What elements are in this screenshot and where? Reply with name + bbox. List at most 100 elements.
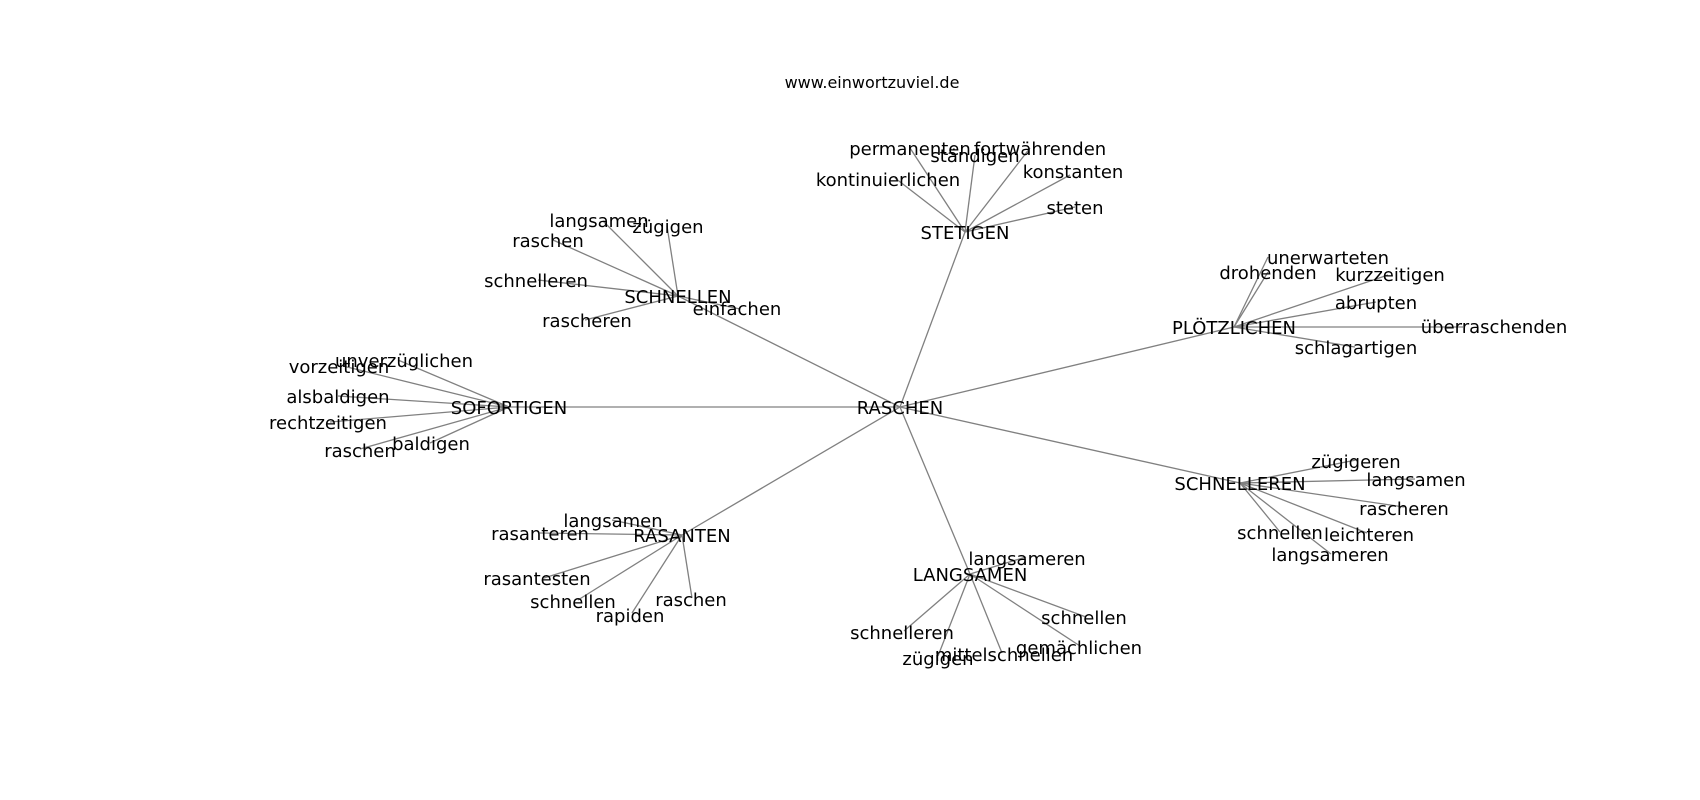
edge-langsamen-leaf [969, 573, 1087, 618]
edge-stetigen-leaf [909, 147, 966, 233]
leaf-node-label: schnellen [1237, 523, 1323, 544]
edge-sofortigen-leaf [337, 395, 510, 408]
leaf-node-label: einfachen [693, 299, 782, 320]
edge-rasanten-leaf [631, 534, 683, 614]
leaf-node-label: drohenden [1219, 263, 1316, 284]
leaf-node-label: langsameren [968, 549, 1085, 570]
hub-node-label-ploetzlichen: PLÖTZLICHEN [1172, 317, 1296, 339]
hub-node-label-langsamen: LANGSAMEN [913, 565, 1028, 586]
edge-stetigen-leaf [894, 177, 966, 233]
edge-sofortigen-leaf [329, 406, 510, 423]
edge-rasanten-leaf [543, 534, 683, 579]
leaf-node-label: schnellen [1041, 608, 1127, 629]
edge-stetigen-leaf [964, 147, 1031, 233]
edge-schnelleren-leaf [1239, 478, 1416, 484]
leaf-node-label: gemächlichen [1016, 638, 1142, 659]
leaf-node-label: langsamen [1366, 470, 1465, 491]
leaf-node-label: rechtzeitigen [269, 413, 387, 434]
leaf-node-label: raschen [324, 441, 396, 462]
leaf-node-label: zügigeren [1311, 452, 1400, 473]
edge-langsamen-leaf [937, 573, 971, 657]
leaf-node-label: unverzüglichen [335, 351, 473, 372]
edge-rasanten-leaf [577, 534, 683, 601]
edge-schnellen-leaf [537, 279, 679, 297]
leaf-node-label: konstanten [1023, 162, 1124, 183]
edge-langsamen-leaf [969, 573, 1003, 654]
leaf-node-label: rascheren [1359, 499, 1449, 520]
site-url: www.einwortzuviel.de [785, 73, 960, 92]
edge-langsamen-leaf [969, 556, 1027, 575]
hub-node-label-rasanten: RASANTEN [633, 526, 730, 547]
edge-ploetzlichen-leaf [1233, 271, 1269, 328]
graph-labels: RASCHEN STETIGEN permanentenständigenfortw… [269, 139, 1567, 670]
edge-sofortigen-leaf [429, 406, 510, 444]
leaf-node-label: baldigen [392, 434, 470, 455]
edge-schnelleren-leaf [1239, 482, 1281, 533]
leaf-node-label: vorzeitigen [289, 357, 390, 378]
leaf-node-label: rascheren [542, 311, 632, 332]
edge-center-stetigen [899, 231, 966, 408]
edge-ploetzlichen-leaf [1233, 256, 1269, 328]
leaf-node-label: kontinuierlichen [816, 170, 960, 191]
edge-rasanten-leaf [611, 519, 683, 536]
edge-center-langsamen [899, 406, 971, 575]
graph-edges [329, 147, 1463, 657]
leaf-node-label: raschen [512, 231, 584, 252]
leaf-node-label: schnellen [530, 592, 616, 613]
leaf-node-label: zügigen [632, 217, 703, 238]
leaf-node-label: rasanteren [491, 524, 589, 545]
leaf-node-label: fortwährenden [974, 139, 1106, 160]
leaf-node-label: überraschenden [1421, 317, 1568, 338]
leaf-node-label: abrupten [1335, 293, 1417, 314]
hub-node-label-schnellen: SCHNELLEN [624, 287, 731, 308]
edge-schnelleren-leaf [1239, 482, 1368, 534]
edge-stetigen-leaf [964, 174, 1071, 233]
leaf-node-label: ständigen [930, 146, 1019, 167]
leaf-node-label: raschen [655, 590, 727, 611]
leaf-node-label: rasantesten [483, 569, 590, 590]
edge-center-ploetzlichen [899, 326, 1235, 408]
leaf-node-label: schlagartigen [1295, 338, 1418, 359]
hub-node-label-sofortigen: SOFORTIGEN [451, 398, 567, 419]
center-node-label: RASCHEN [857, 398, 943, 419]
leaf-node-label: mittelschnellen [935, 645, 1073, 666]
edge-schnelleren-leaf [1239, 482, 1405, 508]
leaf-node-label: unerwarteten [1267, 248, 1389, 269]
leaf-node-label: langsameren [1271, 545, 1388, 566]
edge-stetigen-leaf [964, 206, 1076, 233]
leaf-node-label: steten [1046, 198, 1103, 219]
edge-center-rasanten [681, 406, 901, 536]
hub-node-label-stetigen: STETIGEN [921, 223, 1010, 244]
edge-langsamen-leaf [969, 573, 1081, 647]
leaf-node-label: langsamen [549, 211, 648, 232]
leaf-node-label: zügigen [902, 649, 973, 670]
edge-langsamen-leaf [903, 573, 971, 632]
edge-schnelleren-leaf [1239, 482, 1332, 555]
edge-rasanten-leaf [539, 532, 683, 536]
edge-schnellen-leaf [584, 295, 679, 321]
leaf-node-label: schnelleren [850, 623, 954, 644]
edge-sofortigen-leaf [342, 365, 510, 408]
leaf-node-label: rapiden [596, 606, 665, 627]
hub-node-label-schnelleren: SCHNELLEREN [1174, 474, 1305, 495]
edge-rasanten-leaf [681, 534, 693, 599]
edge-schnelleren-leaf [1239, 459, 1357, 484]
leaf-node-label: leichteren [1324, 525, 1414, 546]
leaf-node-label: alsbaldigen [286, 387, 389, 408]
edge-schnellen-leaf [602, 220, 679, 297]
edge-schnellen-leaf [666, 225, 679, 297]
edge-ploetzlichen-leaf [1233, 274, 1389, 328]
edge-schnellen-leaf [552, 239, 679, 297]
edge-ploetzlichen-leaf [1233, 326, 1356, 348]
edge-center-schnelleren [899, 406, 1241, 484]
leaf-node-label: kurzzeitigen [1335, 265, 1445, 286]
edge-stetigen-leaf [964, 154, 976, 233]
edge-ploetzlichen-leaf [1233, 301, 1377, 328]
edge-sofortigen-leaf [397, 359, 510, 408]
leaf-node-label: langsamen [563, 511, 662, 532]
edge-sofortigen-leaf [359, 406, 510, 450]
leaf-node-label: schnelleren [484, 271, 588, 292]
leaf-node-label: permanenten [849, 139, 971, 160]
edge-center-schnellen [677, 295, 901, 408]
